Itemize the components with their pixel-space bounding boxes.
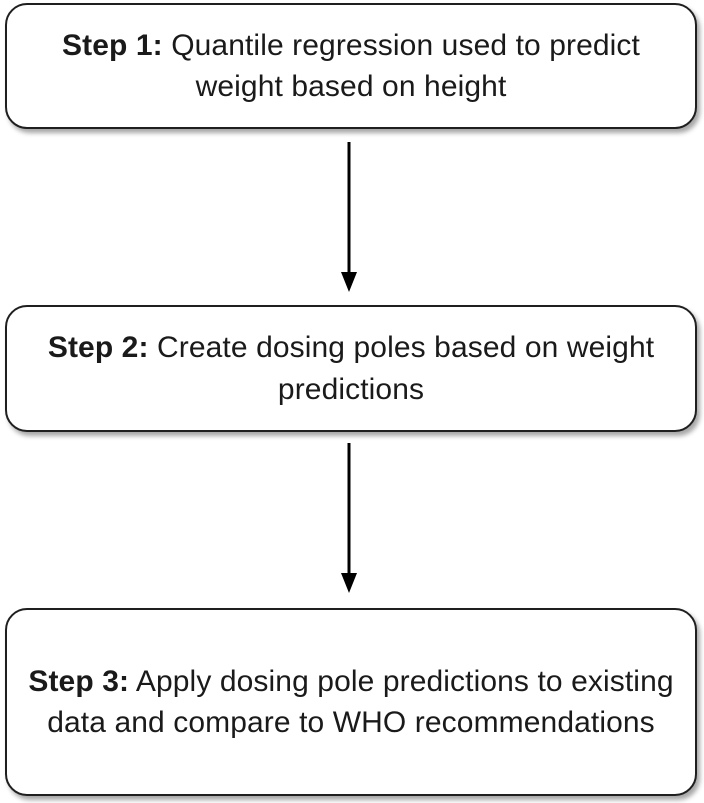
step-3-description: Apply dosing pole predictions to existin… [47, 664, 674, 739]
step-2-box: Step 2: Create dosing poles based on wei… [5, 305, 697, 432]
step-1-description: Quantile regression used to predict weig… [171, 28, 640, 103]
arrow-step-2-to-3 [341, 443, 357, 593]
step-3-label: Step 3: [28, 664, 130, 698]
step-1-text: Step 1: Quantile regression used to pred… [25, 25, 677, 108]
step-2-label: Step 2: [47, 331, 149, 365]
step-2-text: Step 2: Create dosing poles based on wei… [25, 327, 677, 410]
arrow-step-1-to-2 [341, 142, 357, 292]
step-2-description: Create dosing poles based on weight pred… [157, 331, 655, 406]
step-1-box: Step 1: Quantile regression used to pred… [5, 3, 697, 129]
step-1-label: Step 1: [62, 28, 163, 62]
step-3-text: Step 3: Apply dosing pole predictions to… [25, 661, 677, 744]
step-3-box: Step 3: Apply dosing pole predictions to… [5, 608, 697, 796]
